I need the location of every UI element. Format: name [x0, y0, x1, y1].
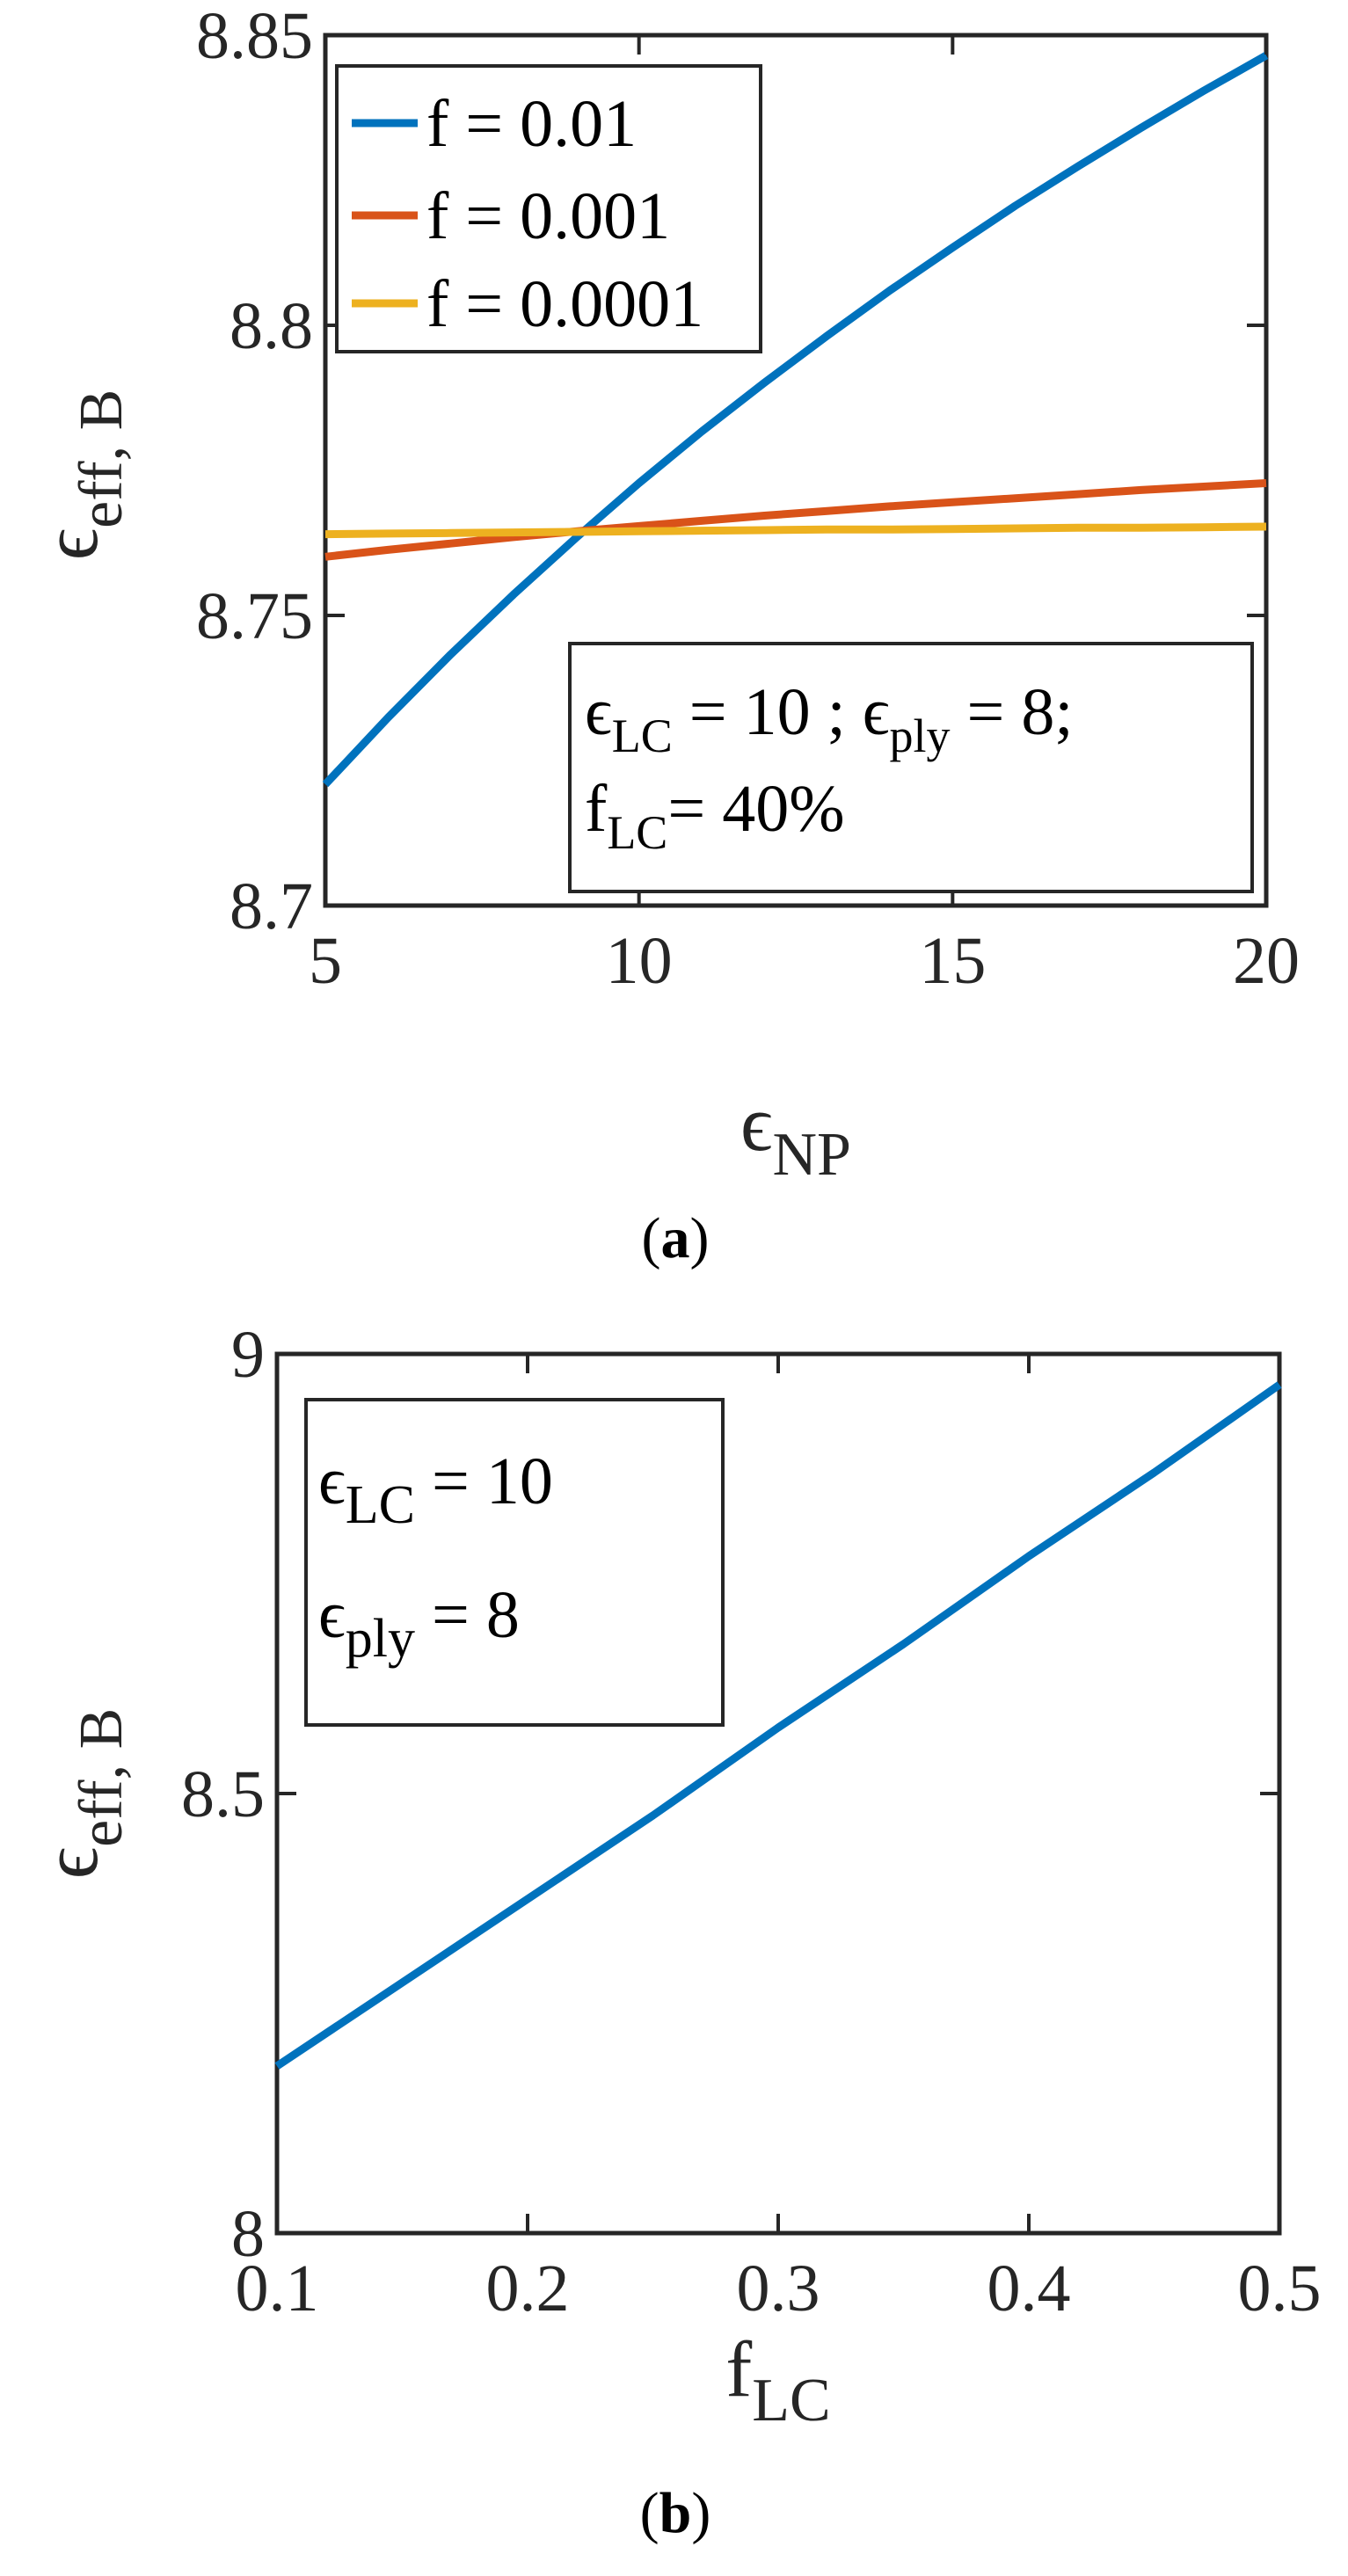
x-tick-label-a-3: 20 — [1233, 924, 1300, 998]
panel-b: 0.1 0.2 0.3 0.4 0.5 8 8.5 9 ϵLC = 10 ϵply = 8 f… — [27, 1318, 1322, 2545]
x-tick-label-b-3: 0.4 — [987, 2252, 1071, 2325]
legend: f = 0.01 f = 0.001 f = 0.0001 — [335, 64, 762, 353]
x-tick-label-b-4: 0.5 — [1238, 2252, 1322, 2325]
y-tick-label-b-1: 8.5 — [181, 1757, 265, 1831]
lines-a — [322, 52, 1269, 788]
x-tick-label-b-1: 0.2 — [486, 2252, 570, 2325]
x-axis-label-a: ϵNP — [740, 1081, 851, 1189]
series-line-a-1 — [324, 479, 1267, 561]
y-tick-label-a-2: 8.8 — [230, 289, 313, 363]
y-tick-label-b-0: 8 — [231, 2197, 265, 2271]
y-tick-label-a-0: 8.7 — [230, 870, 313, 943]
annotation-box-b — [304, 1398, 725, 1727]
annotation-a: ϵLC = 10 ; ϵply = 8; fLC= 40% — [568, 642, 1254, 893]
series-line-b-0 — [274, 1381, 1282, 2070]
annotation-b-line1: ϵLC = 10 — [318, 1444, 553, 1535]
y-axis-label-a: ϵeff, B — [27, 389, 135, 561]
ticks-b: 0.1 0.2 0.3 0.4 0.5 8 8.5 9 — [181, 1318, 1322, 2325]
x-axis-label-b: fLC — [725, 2326, 830, 2434]
x-tick-label-a-1: 10 — [606, 924, 673, 998]
x-tick-label-a-0: 5 — [309, 924, 342, 998]
legend-label-1: f = 0.001 — [426, 179, 670, 253]
y-axis-label-b: ϵeff, B — [27, 1708, 135, 1880]
annotation-b: ϵLC = 10 ϵply = 8 — [304, 1398, 725, 1727]
x-tick-label-a-2: 15 — [919, 924, 986, 998]
legend-label-0: f = 0.01 — [426, 87, 637, 161]
annotation-a-line2: fLC= 40% — [585, 772, 845, 859]
legend-label-2: f = 0.0001 — [426, 267, 703, 341]
series-line-a-2 — [324, 522, 1267, 539]
annotation-b-line2: ϵply = 8 — [318, 1578, 520, 1669]
x-tick-label-b-0: 0.1 — [236, 2252, 319, 2325]
panel-a: 5 10 15 20 8.7 8.75 8.8 8.85 f = 0.01 f = 0.001… — [27, 0, 1300, 1270]
x-tick-label-b-2: 0.3 — [737, 2252, 820, 2325]
annotation-a-line1: ϵLC = 10 ; ϵply = 8; — [585, 675, 1074, 762]
y-tick-label-a-3: 8.85 — [196, 0, 313, 73]
y-tick-label-b-2: 9 — [231, 1318, 265, 1392]
lines-b — [274, 1381, 1282, 2070]
caption-b: (b) — [640, 2481, 711, 2545]
ticks-a: 5 10 15 20 8.7 8.75 8.8 8.85 — [196, 0, 1300, 998]
series-line-a-0 — [322, 52, 1269, 788]
annotation-box-a — [568, 642, 1254, 893]
y-tick-label-a-1: 8.75 — [196, 579, 313, 653]
caption-a: (a) — [642, 1206, 710, 1270]
